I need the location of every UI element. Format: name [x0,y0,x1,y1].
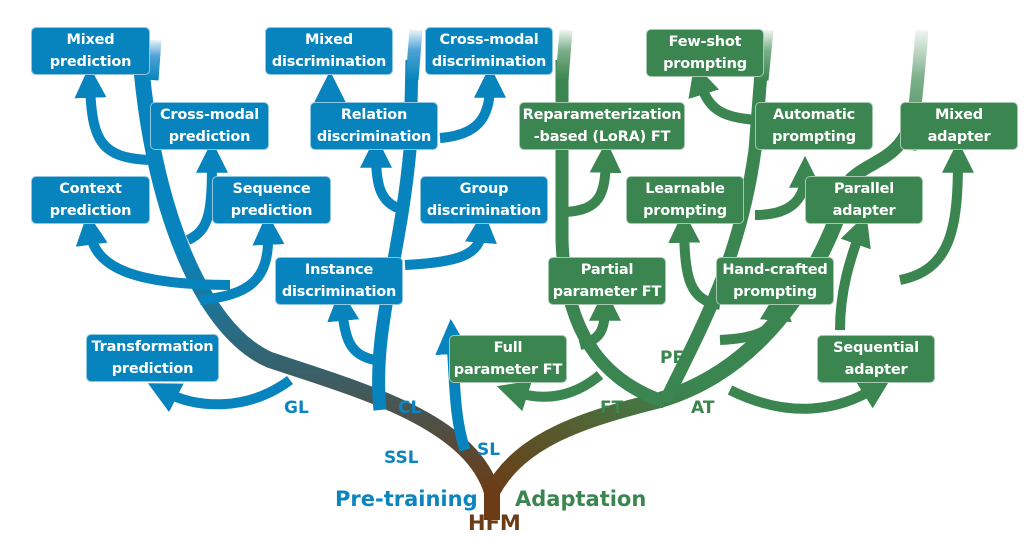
node-group-discrimination: Group discrimination [420,176,548,224]
label-pretraining: Pre-training [335,487,478,511]
node-relation-discrimination: Relation discrimination [310,102,438,150]
label-cl: CL [398,398,422,418]
arrow-mixed-adapter [898,140,974,285]
node-cross-modal-discrimination: Cross-modal discrimination [425,27,553,75]
arrow-relation [360,135,407,215]
arrow-partial-ft [578,288,621,350]
node-transformation-prediction: Transformation prediction [86,334,219,382]
label-gl: GL [284,398,309,418]
node-context-prediction: Context prediction [31,176,150,224]
arrow-parallel [835,213,871,331]
node-few-shot-prompting: Few-shot prompting [646,29,764,77]
node-sequential-adapter: Sequential adapter [817,335,935,383]
branch-gl-fade [145,39,162,81]
arrow-automatic [754,155,821,220]
node-instance-discrimination: Instance discrimination [275,257,403,305]
branch-cl-fade [405,29,423,81]
node-automatic-prompting: Automatic prompting [755,102,873,150]
label-ssl: SSL [384,448,419,468]
node-parallel-adapter: Parallel adapter [805,176,923,224]
label-at: AT [691,398,715,418]
arrow-crossmodal-pred [185,140,228,245]
arrow-crossmodal-disc [439,65,506,143]
arrow-hand-crafted [719,288,792,345]
node-learnable-prompting: Learnable prompting [626,176,744,224]
node-sequence-prediction: Sequence prediction [212,176,331,224]
arrow-context [75,212,231,290]
label-ft: FT [600,398,624,418]
label-root-hfm: HFM [468,511,521,535]
label-pe: PE [660,348,685,368]
branch-ft-fade [555,29,573,81]
node-partial-parameter-ft: Partial parameter FT [548,257,666,305]
label-adaptation: Adaptation [515,487,647,511]
node-full-parameter-ft: Full parameter FT [449,335,567,383]
arrow-sequence [199,212,285,305]
node-cross-modal-prediction: Cross-modal prediction [150,102,269,150]
arrow-instance [327,288,377,365]
node-mixed-adapter: Mixed adapter [900,102,1018,150]
arrow-sequential [727,377,892,414]
label-sl: SL [477,440,501,460]
arrow-full-ft [496,371,604,412]
arrow-group [404,210,497,270]
arrow-lora-ft [564,140,622,217]
arrow-few-shot [688,63,759,125]
node-hand-crafted-prompting: Hand-crafted prompting [716,257,834,305]
trunk-pretraining [132,49,500,495]
arrow-learnable [668,210,722,310]
arrow-transformation [147,375,293,413]
arrow-mixed-pred [74,65,151,165]
node-mixed-discrimination: Mixed discrimination [265,27,393,75]
node-lora-ft: Reparameterization -based (LoRA) FT [519,102,685,150]
node-mixed-prediction: Mixed prediction [31,27,150,75]
